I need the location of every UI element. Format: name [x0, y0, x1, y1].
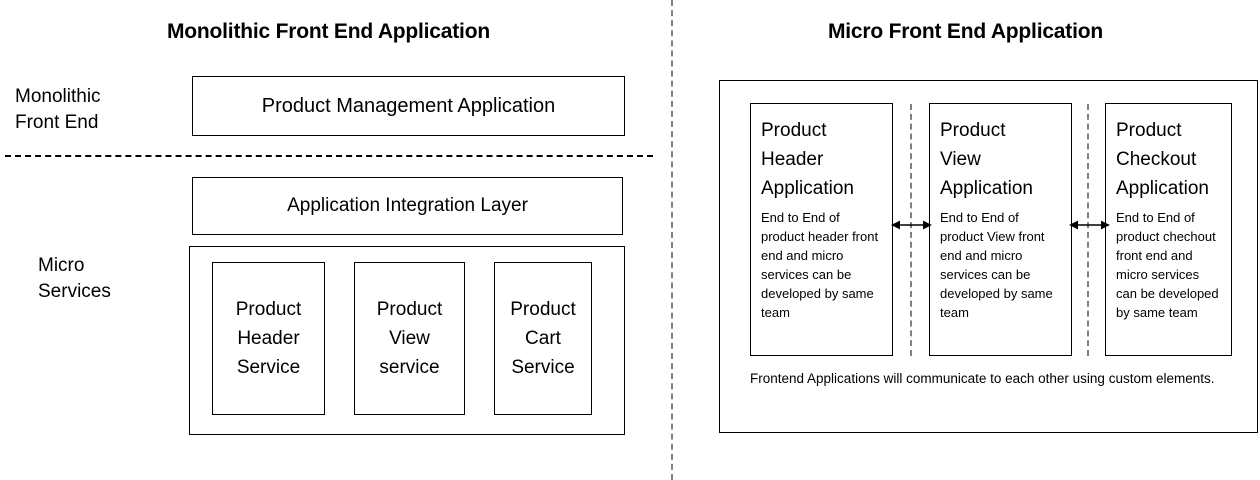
- box-product-management-application: Product Management Application: [192, 76, 625, 136]
- box-product-header-service: Product Header Service: [212, 262, 325, 415]
- row-label-monolithic-front-end: Monolithic Front End: [15, 86, 101, 133]
- bidirectional-arrow-icon-1: [891, 220, 932, 230]
- box-product-cart-service: Product Cart Service: [494, 262, 592, 415]
- center-dashed-divider: [671, 0, 673, 480]
- page-title-micro-frontend: Micro Front End Application: [828, 20, 1103, 43]
- app-title-product-checkout: Product Checkout Application: [1116, 120, 1209, 199]
- app-description-product-checkout: End to End of product chechout front end…: [1116, 210, 1219, 320]
- caption-communication: Frontend Applications will communicate t…: [750, 371, 1215, 386]
- box-product-view-service: Product View service: [354, 262, 465, 415]
- box-product-header-application: Product Header Application End to End of…: [750, 103, 893, 356]
- box-application-integration-layer: Application Integration Layer: [192, 177, 623, 235]
- monolithic-panel: Monolithic Front End Application Monolit…: [5, 20, 653, 435]
- bidirectional-arrow-icon-2: [1069, 220, 1110, 230]
- app-title-product-view: Product View Application: [940, 120, 1033, 199]
- micro-frontend-panel: Micro Front End Application Product Head…: [672, 0, 1260, 480]
- app-description-product-view: End to End of product View front end and…: [940, 210, 1053, 320]
- app-dashed-divider-2: [1087, 104, 1089, 356]
- box-product-view-application: Product View Application End to End of p…: [929, 103, 1072, 356]
- horizontal-dashed-divider: [5, 155, 653, 157]
- app-description-product-header: End to End of product header front end a…: [761, 210, 879, 320]
- page-title-monolithic: Monolithic Front End Application: [167, 20, 490, 43]
- row-label-micro-services: Micro Services: [38, 255, 111, 302]
- box-product-checkout-application: Product Checkout Application End to End …: [1105, 103, 1232, 356]
- app-title-product-header: Product Header Application: [761, 120, 854, 199]
- app-dashed-divider-1: [910, 104, 912, 356]
